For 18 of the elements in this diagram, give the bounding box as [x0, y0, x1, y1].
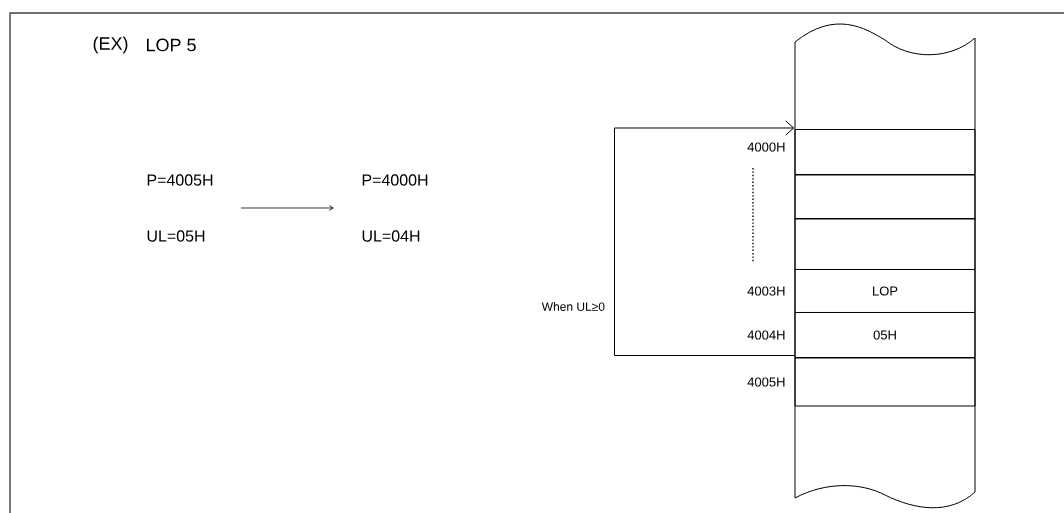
- heading-text: LOP 5: [147, 38, 196, 52]
- memory-cell: 05H: [794, 312, 976, 358]
- memory-cell: [794, 357, 976, 407]
- register-values: P=4005H UL=05H: [147, 174, 213, 242]
- heading-text: (EX): [93, 36, 128, 54]
- memory-column: [794, 23, 976, 509]
- memory-cell: [794, 129, 976, 175]
- memory-cell: [794, 218, 976, 270]
- loop-arrow: [614, 120, 795, 356]
- address-label: 4000H: [747, 142, 785, 152]
- edge-label: When UL≥0: [541, 302, 605, 311]
- memory-cell: LOP: [794, 269, 976, 313]
- memory-cell: [794, 174, 976, 220]
- address-label: 4005H: [747, 377, 785, 387]
- address-label: 4003H: [747, 286, 785, 296]
- address-label: 4004H: [747, 330, 785, 340]
- register-values: P=4000H UL=04H: [362, 174, 428, 242]
- arrow: [240, 205, 334, 211]
